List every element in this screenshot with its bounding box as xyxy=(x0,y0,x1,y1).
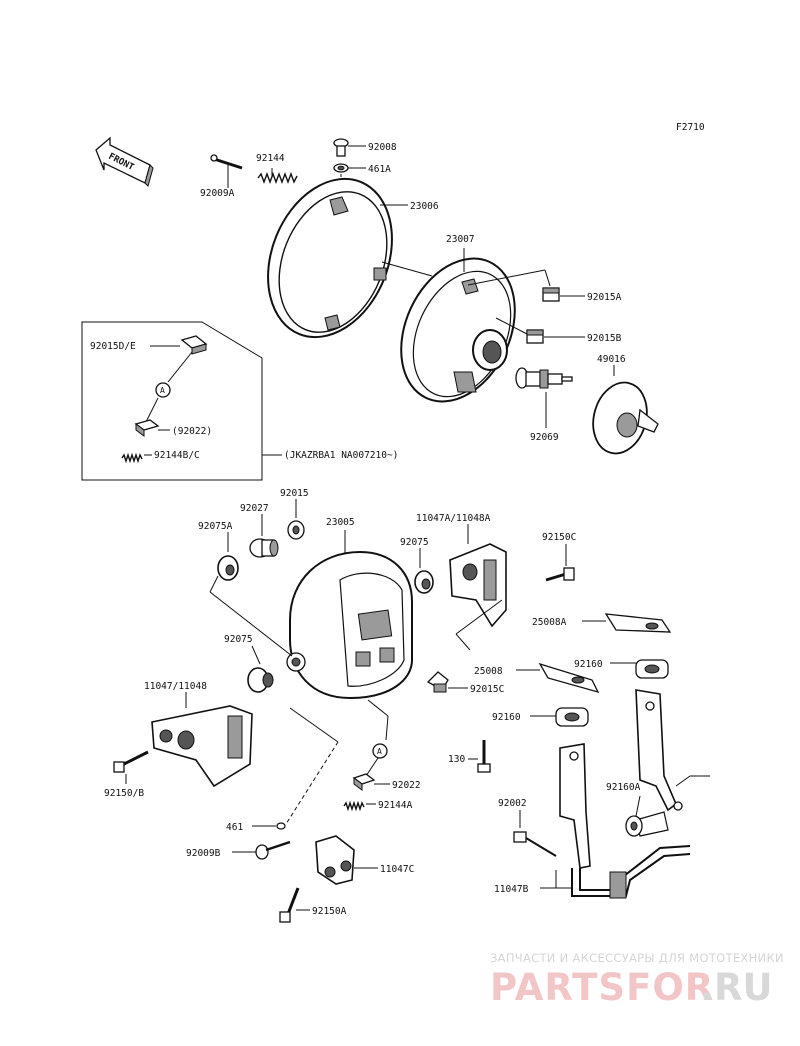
label-92002: 92002 xyxy=(498,798,527,809)
clip-92015A xyxy=(542,287,560,302)
bolt-92150C xyxy=(545,567,575,582)
inset-frame xyxy=(81,321,263,481)
watermark-logo: ЗАПЧАСТИ И АКСЕССУАРЫ ДЛЯ МОТОТЕХНИКИ PA… xyxy=(490,951,784,1009)
label-11047: 11047/11048 xyxy=(144,681,207,692)
label-92069: 92069 xyxy=(530,432,559,443)
label-92150B: 92150/B xyxy=(104,788,144,799)
front-arrow-icon: FRONT xyxy=(95,136,154,187)
label-92022: 92022 xyxy=(392,780,421,791)
watermark-tagline: ЗАПЧАСТИ И АКСЕССУАРЫ ДЛЯ МОТОТЕХНИКИ xyxy=(490,951,784,965)
clip-92015C xyxy=(426,671,449,693)
label-92015B: 92015B xyxy=(587,333,622,344)
grommet-92075-right xyxy=(414,570,434,594)
label-92075-right: 92075 xyxy=(400,537,429,548)
stay-11047B xyxy=(559,689,691,899)
watermark-domain: .RU xyxy=(700,966,773,1009)
label-92015C: 92015C xyxy=(470,684,504,695)
spring-92144 xyxy=(257,172,298,184)
label-92008: 92008 xyxy=(368,142,397,153)
callout-a-inset-text: A xyxy=(160,386,165,395)
figure-code: F2710 xyxy=(676,122,705,133)
label-11047C: 11047C xyxy=(380,864,414,875)
label-92009A: 92009A xyxy=(200,188,235,199)
label-130: 130 xyxy=(448,754,465,765)
nut-92015 xyxy=(287,520,305,540)
bolt-92150A xyxy=(279,887,300,923)
nut-92022-inset xyxy=(134,419,160,437)
label-92150C: 92150C xyxy=(542,532,576,543)
label-92144A: 92144A xyxy=(378,800,413,811)
plate-25008A xyxy=(604,613,672,633)
label-92160A: 92160A xyxy=(606,782,641,793)
screw-92008 xyxy=(333,138,349,157)
label-92075-left: 92075 xyxy=(224,634,253,645)
label-92015: 92015 xyxy=(280,488,309,499)
label-92160-upper: 92160 xyxy=(574,659,603,670)
rubber-92160-upper xyxy=(635,659,669,679)
label-92009B: 92009B xyxy=(186,848,221,859)
label-92144BC: 92144B/C xyxy=(154,450,200,461)
label-92015A: 92015A xyxy=(587,292,622,303)
collar-92027 xyxy=(249,538,279,558)
callout-a-lower-text: A xyxy=(377,747,382,756)
label-11047B: 11047B xyxy=(494,884,529,895)
collar-92160A xyxy=(625,815,643,837)
label-11047A: 11047A/11048A xyxy=(416,513,491,524)
bolt-130 xyxy=(477,740,491,773)
screw-92009A xyxy=(210,154,243,170)
spring-92144BC xyxy=(121,452,143,464)
label-92027: 92027 xyxy=(240,503,269,514)
bracket-11047A xyxy=(449,543,507,628)
bolt-92150B xyxy=(113,750,149,773)
headlight-housing-23005 xyxy=(286,550,413,700)
label-23007: 23007 xyxy=(446,234,475,245)
headlight-rim-23006 xyxy=(267,177,393,339)
label-461A: 461A xyxy=(368,164,391,175)
socket-cover-49016 xyxy=(592,381,659,455)
label-92160-lower: 92160 xyxy=(492,712,521,723)
nut-461A xyxy=(333,163,349,173)
spring-92144A xyxy=(343,800,365,812)
nut-461 xyxy=(276,822,286,830)
label-92022-inset: (92022) xyxy=(172,426,212,437)
label-23006: 23006 xyxy=(410,201,439,212)
bolt-92002 xyxy=(513,831,557,857)
label-25008A: 25008A xyxy=(532,617,567,628)
watermark-brand: PARTSFOR xyxy=(490,966,714,1009)
clip-92015DE xyxy=(180,335,208,355)
bracket-11047C xyxy=(315,835,355,885)
label-49016: 49016 xyxy=(597,354,626,365)
grommet-92075A xyxy=(217,555,239,581)
bracket-11047 xyxy=(151,705,253,788)
label-461: 461 xyxy=(226,822,243,833)
clip-92015B xyxy=(526,329,544,344)
callout-marker-a-inset xyxy=(155,382,171,398)
grommet-92075-left xyxy=(247,667,274,693)
label-25008: 25008 xyxy=(474,666,503,677)
label-92015DE: 92015D/E xyxy=(90,341,136,352)
callout-marker-a-lower xyxy=(372,743,388,759)
plate-25008 xyxy=(538,662,600,694)
serial-note: (JKAZRBA1 NA007210~) xyxy=(284,450,398,461)
nut-92022 xyxy=(352,773,376,791)
label-92150A: 92150A xyxy=(312,906,347,917)
label-23005: 23005 xyxy=(326,517,355,528)
screw-92009B xyxy=(255,840,291,860)
bulb-92069 xyxy=(515,367,573,389)
rubber-92160-lower xyxy=(555,707,589,727)
label-92144: 92144 xyxy=(256,153,285,164)
label-92075A: 92075A xyxy=(198,521,233,532)
headlight-unit-23007 xyxy=(400,257,516,403)
